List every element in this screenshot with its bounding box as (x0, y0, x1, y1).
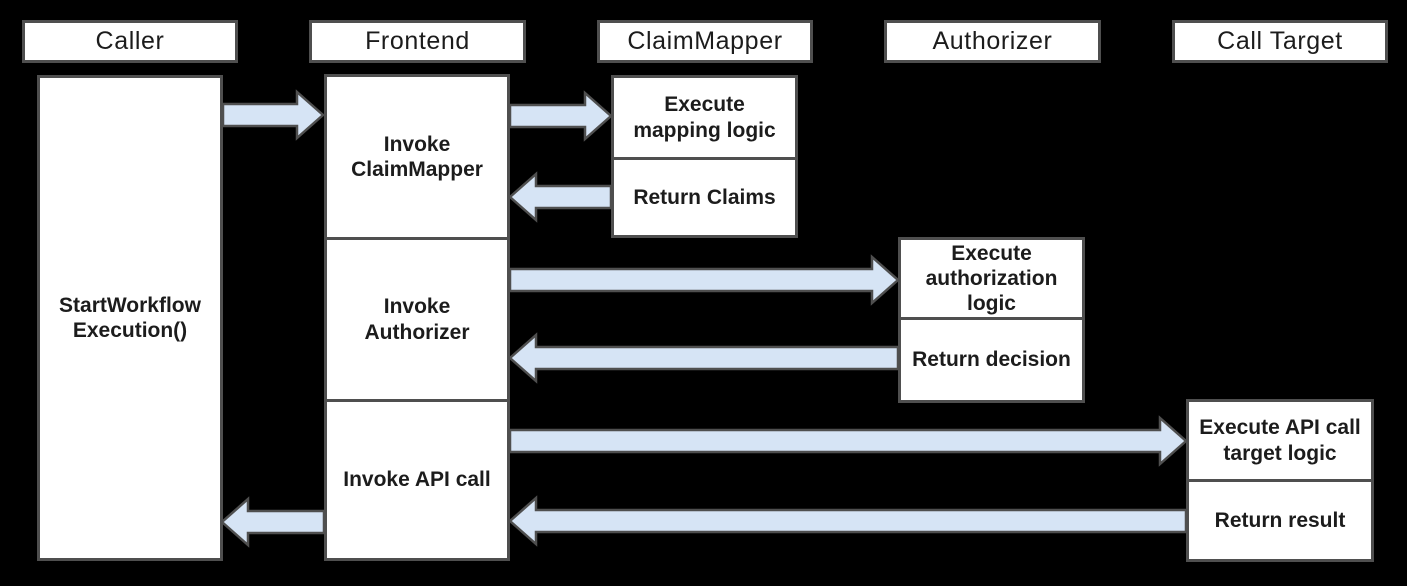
box-execute-authorization-logic: Execute authorization logic (898, 237, 1085, 320)
box-invoke-claim-mapper: Invoke ClaimMapper (324, 74, 510, 240)
arrow-frontend-to-claimmapper (508, 90, 613, 142)
box-return-claims-label: Return Claims (633, 185, 776, 209)
box-execute-authorization-logic-label: Execute authorization logic (925, 241, 1058, 316)
lane-header-authorizer: Authorizer (884, 20, 1101, 63)
box-return-decision-label: Return decision (912, 348, 1071, 372)
lane-header-authorizer-label: Authorizer (932, 27, 1053, 55)
box-return-claims: Return Claims (611, 157, 798, 238)
arrow-caller-to-frontend (221, 89, 325, 141)
lane-header-call-target: Call Target (1172, 20, 1388, 63)
arrow-frontend-to-authorizer (508, 254, 900, 306)
lane-header-claimmapper-label: ClaimMapper (627, 27, 783, 55)
box-start-workflow-execution: StartWorkflow Execution() (37, 75, 223, 561)
box-invoke-authorizer-label: Invoke Authorizer (364, 295, 470, 344)
box-start-workflow-execution-label: StartWorkflow Execution() (59, 293, 201, 342)
arrow-authorizer-to-frontend (508, 332, 900, 384)
arrow-frontend-to-call-target (508, 415, 1188, 467)
box-invoke-api-call: Invoke API call (324, 399, 510, 561)
box-execute-mapping-logic-label: Execute mapping logic (633, 93, 776, 142)
arrow-call-target-to-frontend (508, 495, 1188, 547)
box-invoke-authorizer: Invoke Authorizer (324, 237, 510, 402)
box-execute-api-call-target-logic: Execute API call target logic (1186, 399, 1374, 482)
arrow-frontend-to-caller (220, 496, 326, 548)
box-execute-mapping-logic: Execute mapping logic (611, 75, 798, 160)
box-return-result: Return result (1186, 479, 1374, 562)
arrow-claimmapper-to-frontend (508, 171, 613, 223)
lane-header-call-target-label: Call Target (1217, 27, 1343, 55)
box-invoke-api-call-label: Invoke API call (343, 468, 491, 492)
box-return-result-label: Return result (1214, 508, 1346, 532)
lane-header-caller: Caller (22, 20, 238, 63)
lane-header-claimmapper: ClaimMapper (597, 20, 813, 63)
box-return-decision: Return decision (898, 317, 1085, 403)
lane-header-caller-label: Caller (95, 27, 165, 55)
lane-header-frontend: Frontend (309, 20, 526, 63)
box-execute-api-call-target-logic-label: Execute API call target logic (1199, 416, 1361, 465)
lane-header-frontend-label: Frontend (365, 27, 470, 55)
box-invoke-claim-mapper-label: Invoke ClaimMapper (351, 132, 483, 181)
